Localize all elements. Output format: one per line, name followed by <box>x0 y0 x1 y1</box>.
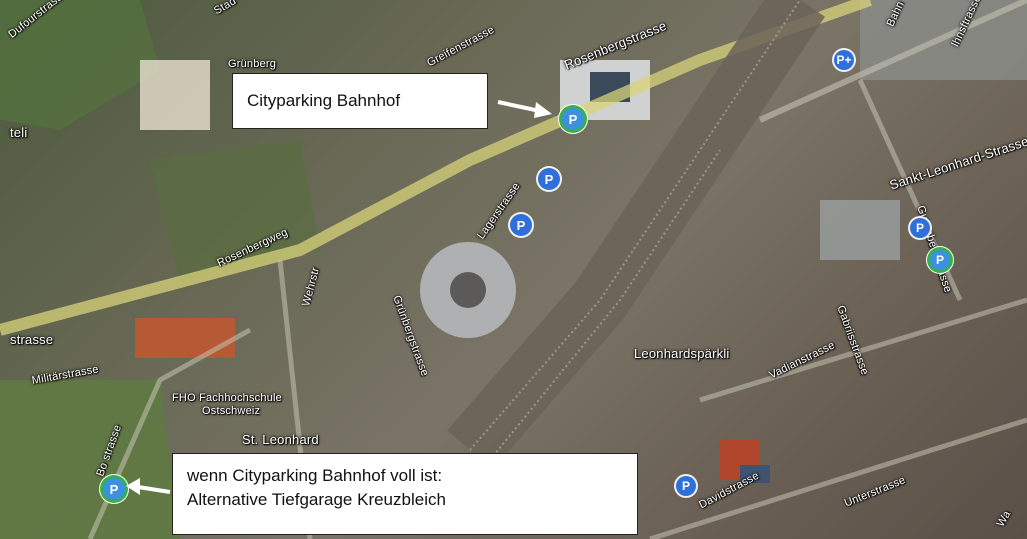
label-ostschweiz: Ostschweiz <box>202 405 261 417</box>
parking-plus-pin[interactable]: P+ <box>834 50 854 70</box>
arrow-icon-to-kreuzbleich <box>126 478 171 495</box>
callout-bottom-line1: wenn Cityparking Bahnhof voll ist: <box>187 466 443 485</box>
label-teli: teli <box>10 125 28 140</box>
parking-pin-tiefgarage-kreuzbleich[interactable]: P <box>103 478 125 500</box>
parking-pin-gutenberg-north[interactable]: P <box>910 218 930 238</box>
label-st-leonhard: St. Leonhard <box>242 432 319 447</box>
callout-bottom-line2: Alternative Tiefgarage Kreuzbleich <box>187 490 446 509</box>
callout-alternative-garage: wenn Cityparking Bahnhof voll ist: Alter… <box>172 453 638 535</box>
parking-pin-davidstrasse[interactable]: P <box>676 476 696 496</box>
parking-pin-lagerstrasse[interactable]: P <box>510 214 532 236</box>
parking-pin-gutenberg-south[interactable]: P <box>930 250 950 270</box>
arrow-icon-to-cityparking <box>497 100 552 118</box>
label-strasse-left: strasse <box>10 332 54 347</box>
parking-pin-cityparking-bahnhof[interactable]: P <box>562 108 584 130</box>
label-gruenberg: Grünberg <box>228 58 277 70</box>
label-leonhardsparkli: Leonhardspärkli <box>634 346 730 361</box>
callout-cityparking-bahnhof: Cityparking Bahnhof <box>232 73 488 129</box>
parking-pin-bahnhof-north[interactable]: P <box>538 168 560 190</box>
label-fho: FHO Fachhochschule <box>172 392 282 404</box>
callout-top-text: Cityparking Bahnhof <box>247 91 401 110</box>
